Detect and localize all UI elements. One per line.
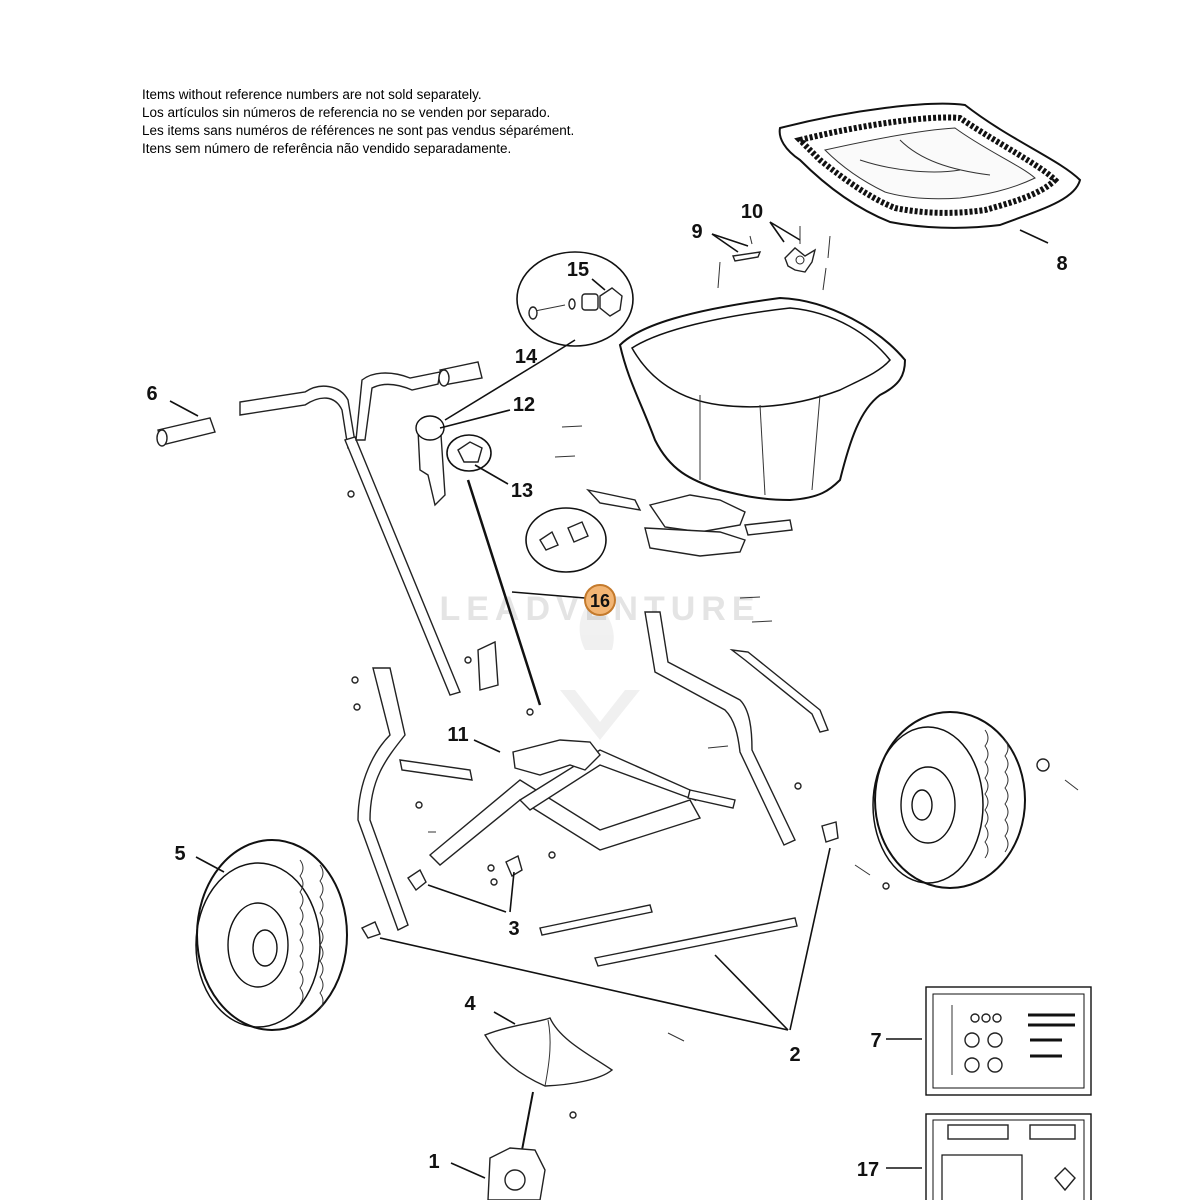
right-leg[interactable]: [644, 611, 796, 846]
callout-4: 4: [464, 993, 476, 1015]
callout-10: 10: [741, 201, 763, 223]
hopper[interactable]: [618, 296, 907, 502]
callout-6: 6: [146, 383, 157, 405]
note-spanish: Los artículos sin números de referencia …: [142, 105, 551, 120]
callout-3: 3: [508, 918, 519, 940]
stabilizer-bar[interactable]: [399, 759, 736, 809]
callout-2: 2: [789, 1044, 800, 1066]
gate-plate[interactable]: [585, 488, 793, 557]
spreader-pin[interactable]: [717, 235, 762, 289]
callout-13: 13: [511, 480, 533, 502]
callout-17: 17: [857, 1159, 879, 1181]
callout-7: 7: [870, 1030, 881, 1052]
deflector[interactable]: [483, 1017, 614, 1087]
hopper-cover[interactable]: [778, 102, 1082, 229]
spare-kit[interactable]: [925, 1113, 1092, 1200]
callout-8: 8: [1056, 253, 1067, 275]
callout-11: 11: [447, 724, 468, 746]
note-french: Les items sans numéros de références ne …: [142, 123, 575, 138]
note-portuguese: Itens sem número de referência não vendi…: [142, 141, 512, 156]
handle-grip[interactable]: [156, 361, 483, 447]
note-english: Items without reference numbers are not …: [142, 87, 482, 102]
hardware-kit[interactable]: [925, 986, 1092, 1096]
side-rod[interactable]: [729, 648, 829, 733]
rod-bracket[interactable]: [477, 640, 499, 691]
knob-bubble-small: [415, 415, 492, 472]
parts-notes: Items without reference numbers are not …: [142, 86, 574, 158]
control-rod[interactable]: [466, 479, 542, 706]
left-wheel[interactable]: [195, 839, 348, 1031]
highlighted-callout-16[interactable]: 16: [584, 584, 616, 616]
left-leg[interactable]: [357, 667, 409, 931]
callout-15: 15: [567, 259, 589, 281]
callout-12: 12: [513, 394, 535, 416]
knob-detail-bubble: [516, 251, 634, 347]
axle-tube[interactable]: [539, 904, 798, 967]
gearbox-bracket[interactable]: [512, 739, 601, 776]
callout-1: 1: [428, 1151, 439, 1173]
callout-9: 9: [691, 221, 702, 243]
callout-14: 14: [515, 346, 538, 368]
bushing[interactable]: [360, 821, 839, 939]
right-wheel[interactable]: [872, 711, 1050, 889]
handle-frame[interactable]: [239, 371, 461, 696]
leader-lines: [169, 221, 1049, 1179]
callout-5: 5: [174, 843, 185, 865]
callout-16: 16: [590, 591, 610, 611]
clamp-detail-bubble: [525, 507, 607, 573]
screws: [347, 425, 1079, 1119]
callouts: 1 2 3 4 5 6 7 8 9 10 11 12 13 14 15 17: [146, 201, 1067, 1181]
agitator[interactable]: [784, 226, 831, 291]
gearbox[interactable]: [487, 1091, 546, 1200]
